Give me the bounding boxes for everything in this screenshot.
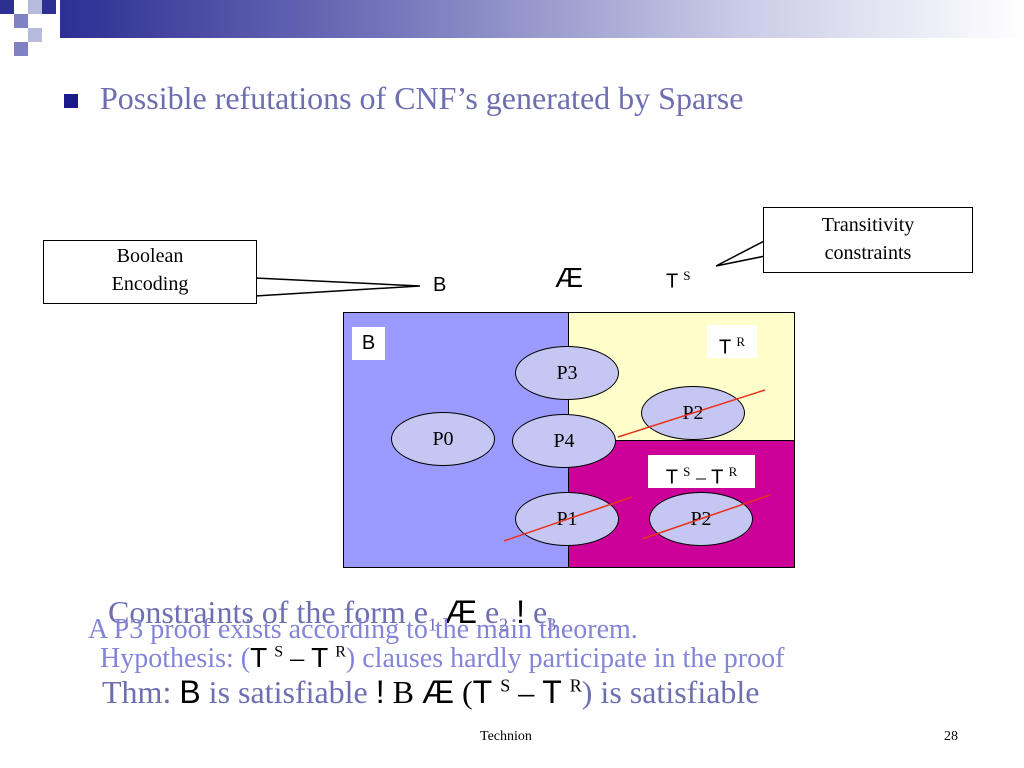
theorem-mid: is satisfiable <box>200 674 376 710</box>
callout-line: Transitivity <box>821 214 915 236</box>
b-symbol: B <box>384 674 422 710</box>
corner-decoration <box>0 0 60 60</box>
strike-p2-upper <box>617 389 766 438</box>
subscript: 2 <box>499 614 509 635</box>
node-label: P3 <box>556 362 578 384</box>
node-p3: P3 <box>515 346 619 400</box>
minus-sign: – <box>695 466 706 489</box>
superscript: S <box>683 268 691 283</box>
ae-symbol: Æ <box>421 674 454 710</box>
boolean-encoding-callout: Boolean Encoding <box>43 240 257 304</box>
t-symbol: T <box>250 642 268 673</box>
title-bar-gradient <box>60 0 1024 38</box>
t-symbol: T <box>666 270 679 293</box>
footer-org: Technion <box>480 729 532 744</box>
b-region-label: B <box>352 327 385 360</box>
superscript: R <box>569 675 582 696</box>
superscript: S <box>683 464 691 479</box>
superscript: R <box>728 464 738 479</box>
t-symbol: T <box>472 674 493 710</box>
hypothesis-line: Hypothesis: (T S – T R) clauses hardly p… <box>100 642 784 675</box>
t-symbol: T <box>711 466 724 489</box>
theorem-line: Thm: B is satisfiable ! B Æ (T S – T R) … <box>102 674 760 711</box>
hypothesis-suffix: ) clauses hardly participate in the proo… <box>345 643 785 674</box>
superscript: S <box>500 675 511 696</box>
superscript: S <box>274 643 284 661</box>
transitivity-callout: Transitivity constraints <box>763 207 973 273</box>
proof-line: A P3 proof exists according to the main … <box>88 614 638 645</box>
callout-line: Boolean <box>116 245 184 267</box>
ae-symbol: Æ <box>444 594 477 630</box>
b-symbol: B <box>179 674 201 710</box>
slide-title: Possible refutations of CNF’s generated … <box>100 80 744 116</box>
subscript: 1 <box>427 614 437 635</box>
tr-region-label: T R <box>707 325 757 359</box>
t-symbol: T <box>542 674 562 710</box>
bullet-square-icon <box>64 94 78 108</box>
superscript: R <box>736 334 746 349</box>
theorem-suffix: ) is satisfiable <box>581 674 760 710</box>
hypothesis-prefix: Hypothesis: ( <box>100 643 251 674</box>
implies-symbol: ! <box>375 674 385 710</box>
strike-p2-lower <box>641 494 771 540</box>
constraints-line: Constraints of the form e1 Æ e2 ! e3 <box>108 594 556 635</box>
theorem-prefix: Thm: <box>102 674 180 710</box>
page-number: 28 <box>944 729 958 744</box>
callout-line: constraints <box>824 242 912 264</box>
header-t-label: T S <box>666 268 690 294</box>
node-label: P4 <box>553 430 575 452</box>
implies-symbol: ! <box>516 594 526 630</box>
node-label: P0 <box>432 428 454 450</box>
b-symbol: B <box>361 332 376 354</box>
open-paren: ( <box>453 674 473 710</box>
node-p0: P0 <box>391 412 495 466</box>
ts-minus-tr-label: T S – T R <box>648 455 755 489</box>
strike-p1 <box>503 496 633 542</box>
constraints-prefix: Constraints of the form e <box>108 594 428 630</box>
e-symbol: e <box>533 594 548 630</box>
minus-sign: – <box>290 643 305 674</box>
minus-sign: – <box>518 674 535 710</box>
subscript: 3 <box>547 614 557 635</box>
header-ae-symbol: Æ <box>555 262 583 293</box>
transitivity-callout-pointer <box>715 237 771 267</box>
e-symbol: e <box>484 594 500 630</box>
boolean-callout-pointer <box>254 277 421 297</box>
t-symbol: T <box>311 642 329 673</box>
t-symbol: T <box>665 466 678 489</box>
header-b-label: B <box>433 274 447 296</box>
superscript: R <box>335 643 346 661</box>
callout-line: Encoding <box>111 273 189 295</box>
node-p4: P4 <box>512 414 616 468</box>
t-symbol: T <box>718 336 731 359</box>
